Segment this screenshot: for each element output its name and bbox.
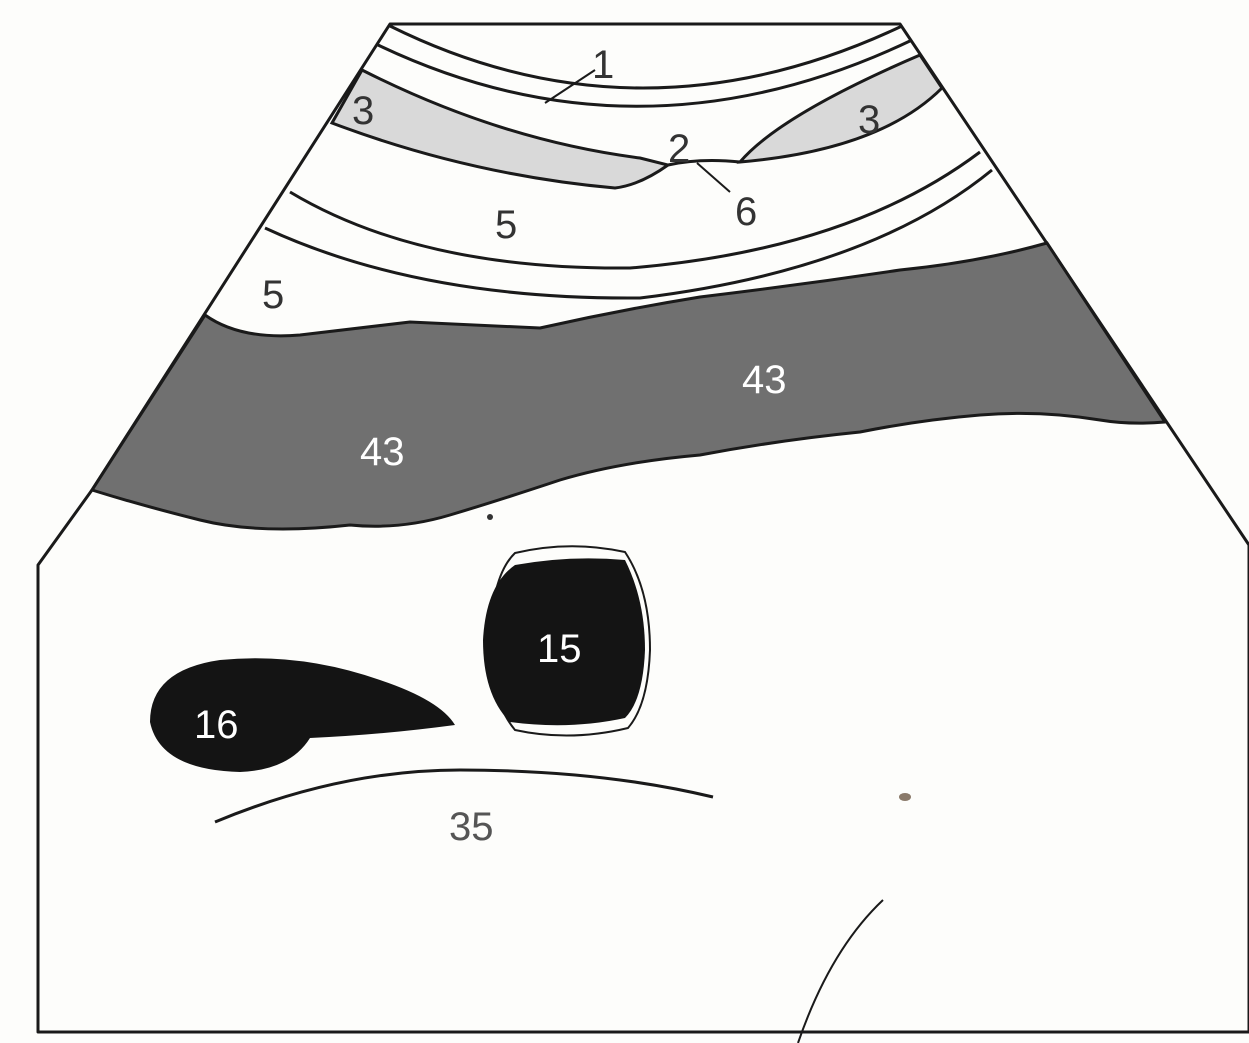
stray-curve (798, 900, 883, 1043)
label-15: 15 (537, 627, 582, 671)
label-2: 2 (668, 127, 690, 171)
speck-dot (899, 793, 911, 801)
label-35: 35 (449, 805, 494, 849)
layer-43-band (92, 243, 1165, 529)
label-3-right: 3 (858, 98, 880, 142)
label-43-left: 43 (360, 430, 405, 474)
label-3-left: 3 (352, 89, 374, 133)
label-43-right: 43 (742, 358, 787, 402)
label-1: 1 (592, 43, 614, 87)
label-6: 6 (735, 190, 757, 234)
label-5-lower: 5 (262, 273, 284, 317)
label-16: 16 (194, 703, 239, 747)
leader-line-6 (697, 163, 730, 192)
label-5-upper: 5 (495, 203, 517, 247)
speck-dot (487, 514, 493, 520)
